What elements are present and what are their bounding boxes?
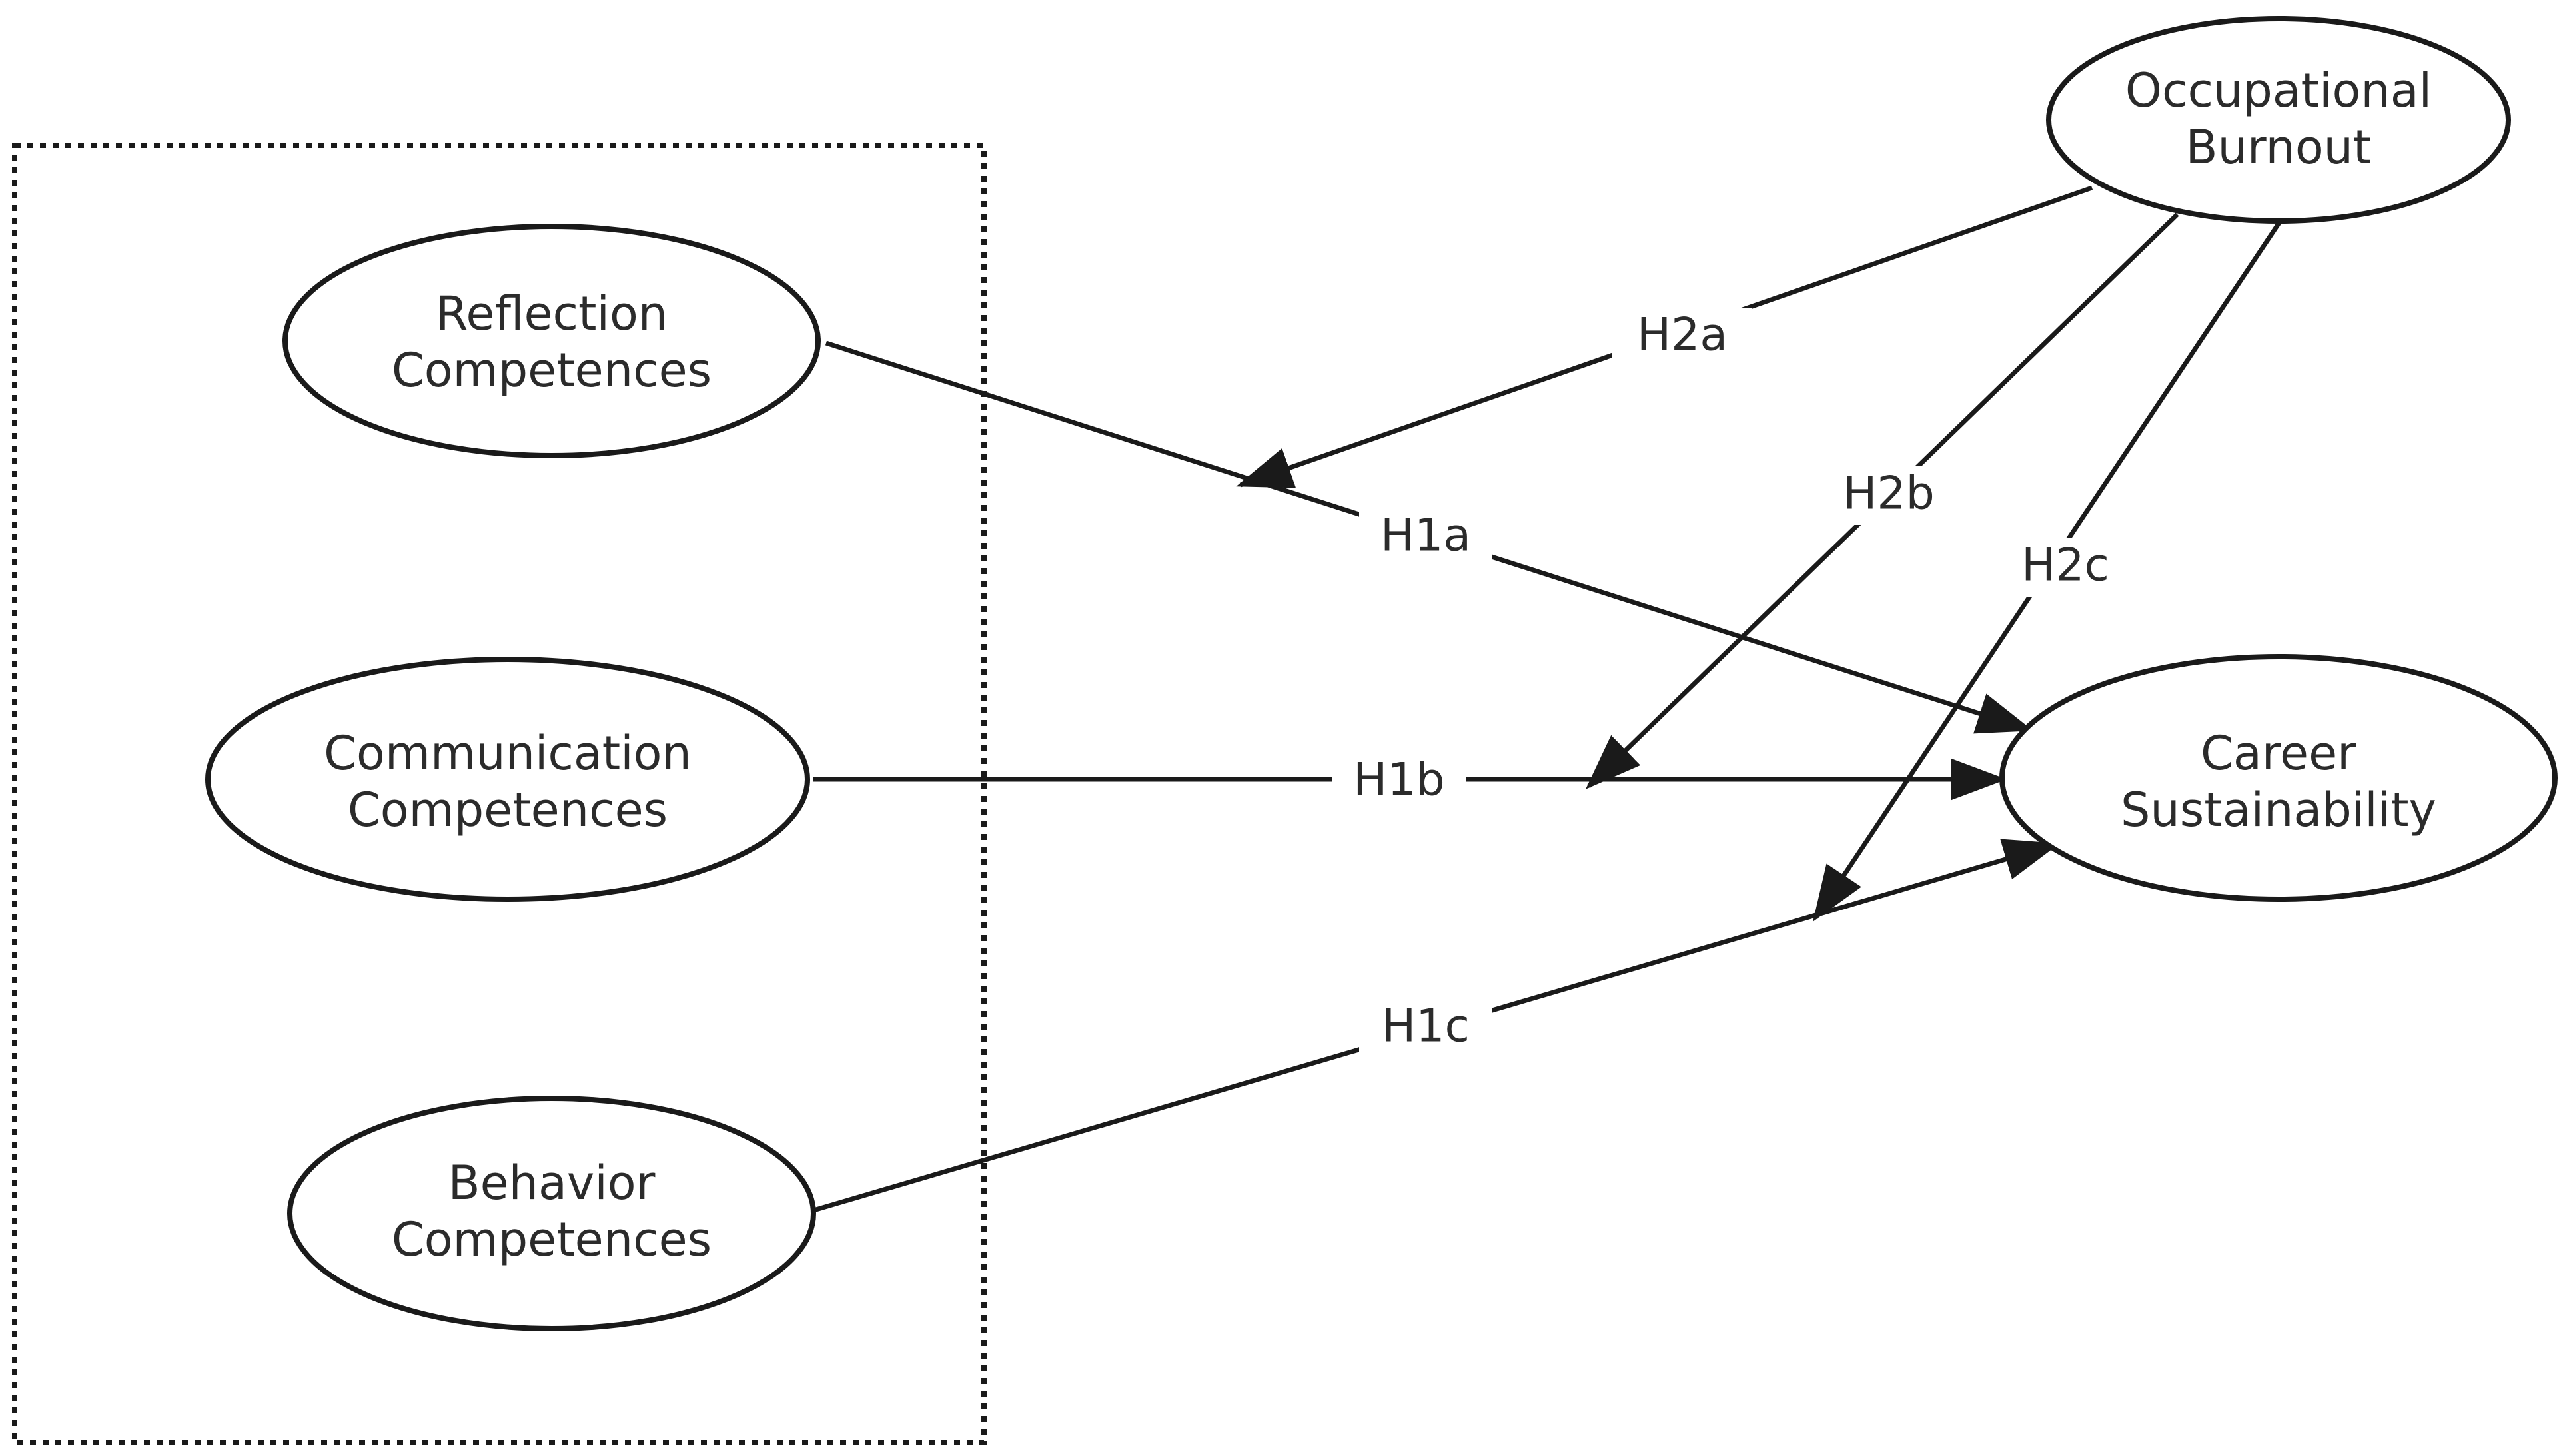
edge-label-h1c: H1c — [1382, 1000, 1470, 1053]
svg-text:Communication: Communication — [324, 726, 692, 781]
svg-text:Behavior: Behavior — [448, 1156, 656, 1210]
edge-label-h2a: H2a — [1637, 309, 1728, 362]
edge-h1c: H1c — [811, 839, 2060, 1214]
node-communication-competences: Communication Competences — [205, 657, 810, 902]
edge-label-h1a: H1a — [1380, 510, 1471, 562]
svg-text:Burnout: Burnout — [2186, 120, 2372, 175]
node-occupational-burnout-line2: Burnout — [2186, 120, 2372, 175]
svg-text:Career: Career — [2201, 726, 2356, 781]
edge-h1a: H1a — [825, 340, 2033, 734]
node-communication-competences-line2: Competences — [348, 783, 668, 837]
node-occupational-burnout-line1: Occupational — [2125, 63, 2432, 118]
competences-group-box — [12, 143, 987, 1445]
node-reflection-competences: Reflection Competences — [282, 224, 821, 458]
svg-text:Competences: Competences — [392, 1212, 712, 1267]
node-reflection-competences-line2: Competences — [392, 343, 712, 398]
svg-text:Sustainability: Sustainability — [2121, 783, 2436, 837]
node-behavior-competences-line1: Behavior — [448, 1156, 656, 1210]
edge-h2b: H2b — [1585, 212, 2179, 789]
svg-text:Competences: Competences — [392, 343, 712, 398]
node-reflection-competences-line1: Reflection — [436, 286, 668, 341]
edge-h1b: H1b — [813, 751, 2007, 810]
node-career-sustainability-line2: Sustainability — [2121, 783, 2436, 837]
node-occupational-burnout: Occupational Burnout — [2046, 16, 2511, 224]
node-communication-competences-line1: Communication — [324, 726, 692, 781]
edge-h2a: H2a — [1236, 185, 2093, 488]
svg-text:Reflection: Reflection — [436, 286, 668, 341]
edge-label-h2c: H2c — [2021, 540, 2109, 592]
svg-text:Competences: Competences — [348, 783, 668, 837]
node-behavior-competences-line2: Competences — [392, 1212, 712, 1267]
node-career-sustainability-line1: Career — [2201, 726, 2356, 781]
node-career-sustainability: Career Sustainability — [1999, 654, 2558, 902]
svg-text:Occupational: Occupational — [2125, 63, 2432, 118]
edge-h2c: H2c — [1813, 220, 2282, 922]
edge-label-h2b: H2b — [1843, 468, 1935, 520]
node-behavior-competences: Behavior Competences — [287, 1096, 816, 1331]
edge-label-h1b: H1b — [1353, 754, 1445, 807]
